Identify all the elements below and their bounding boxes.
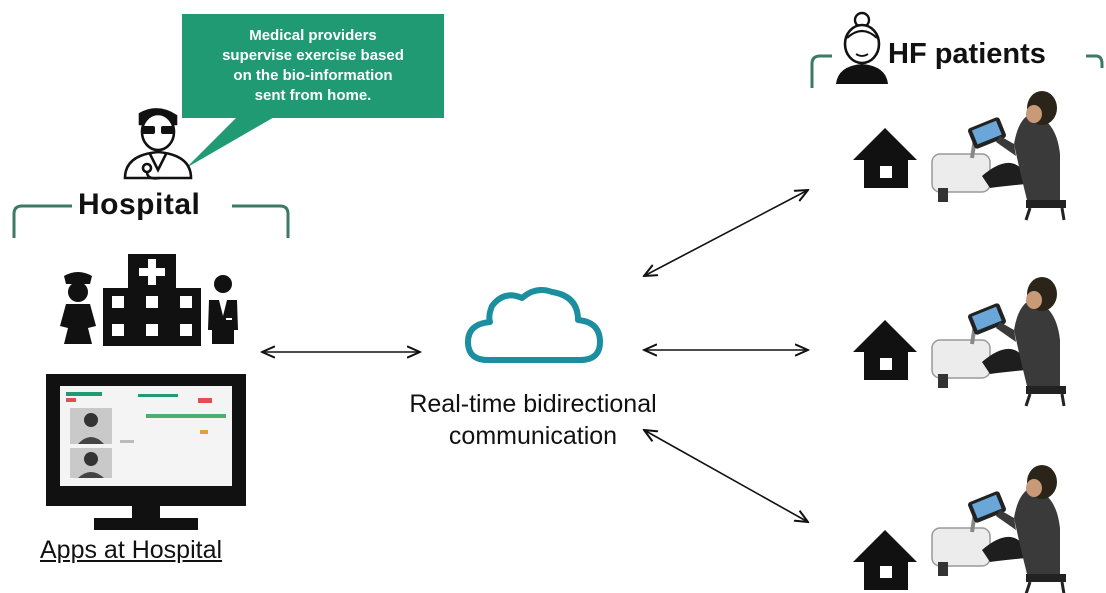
house-icon xyxy=(853,320,917,380)
bubble-line: sent from home. xyxy=(254,87,372,104)
patient-icon xyxy=(836,11,888,84)
patients-bracket xyxy=(810,54,1104,88)
bubble-line: Medical providers xyxy=(249,27,377,44)
communication-line: Real-time bidirectional xyxy=(409,390,657,418)
hospital-title: Hospital xyxy=(78,188,201,221)
patient-on-bike-photo xyxy=(931,91,1066,221)
hospital-building-icon xyxy=(103,254,201,346)
doctor-icon xyxy=(123,108,193,180)
cloud-icon xyxy=(465,287,603,363)
monitor-icon xyxy=(46,374,246,530)
speech-bubble xyxy=(182,14,444,168)
communication-label: Real-time bidirectional communication xyxy=(372,388,694,452)
arrow-cloud-patient-1 xyxy=(644,190,808,276)
patient-on-bike-photo xyxy=(931,465,1066,593)
bubble-line: supervise exercise based xyxy=(222,47,404,64)
nurse-icon xyxy=(60,272,96,344)
staff-icon xyxy=(208,275,238,344)
patient-on-bike-photo xyxy=(931,277,1066,407)
house-icon xyxy=(853,128,917,188)
arrow-cloud-patient-3 xyxy=(644,430,808,522)
hf-patients-title: HF patients xyxy=(888,38,1046,70)
house-icon xyxy=(853,530,917,590)
communication-line: communication xyxy=(448,422,618,450)
bubble-line: on the bio-information xyxy=(233,67,393,84)
hospital-bracket xyxy=(12,204,290,238)
apps-at-hospital-link[interactable]: Apps at Hospital xyxy=(40,536,223,564)
speech-bubble-text: Medical providers supervise exercise bas… xyxy=(186,18,440,114)
